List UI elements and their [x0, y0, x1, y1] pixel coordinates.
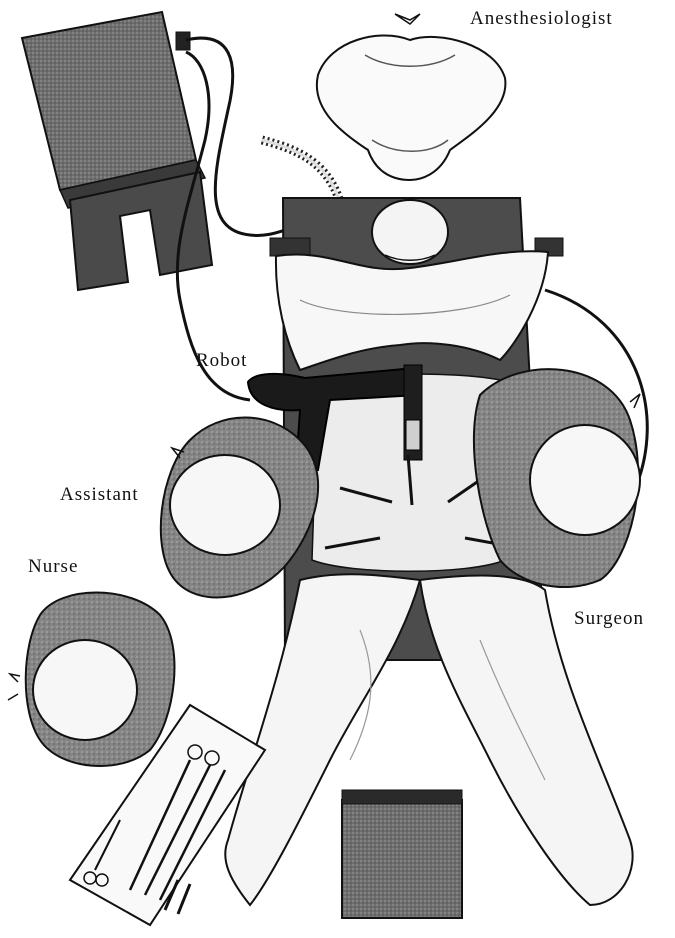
- nurse-figure: [8, 593, 174, 767]
- label-nurse: Nurse: [28, 556, 78, 578]
- label-anesthesiologist: Anesthesiologist: [470, 8, 613, 30]
- patient-head: [372, 200, 448, 264]
- label-surgeon: Surgeon: [574, 608, 644, 630]
- label-robot: Robot: [196, 350, 247, 372]
- anesthesiologist-figure: [317, 14, 506, 180]
- surgeon-figure: [474, 369, 640, 587]
- foot-monitor: [342, 790, 462, 918]
- robot-console: [22, 12, 212, 290]
- label-assistant: Assistant: [60, 484, 139, 506]
